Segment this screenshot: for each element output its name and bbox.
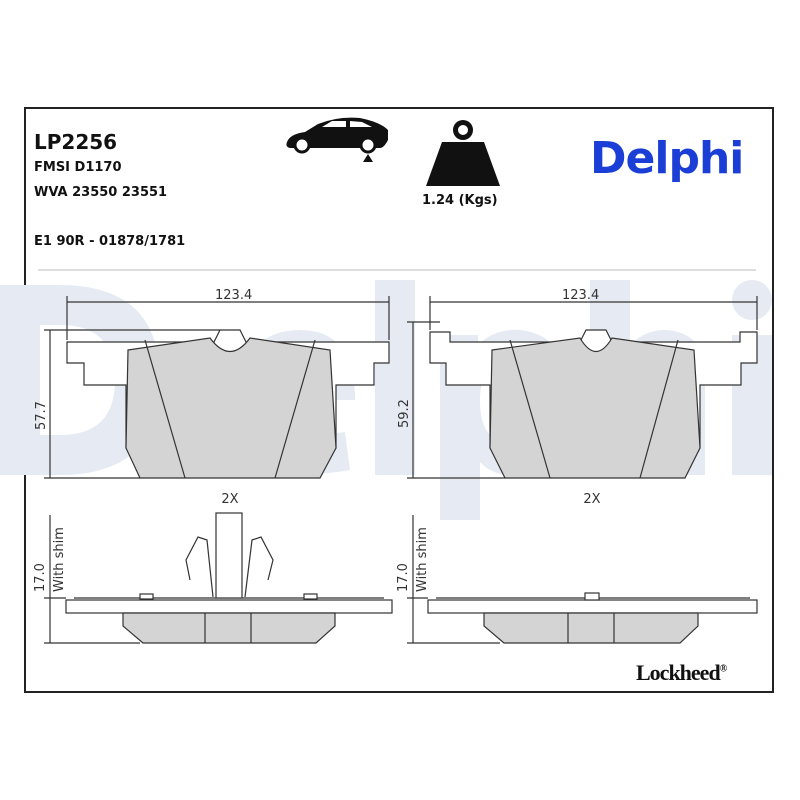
thickness-dimension-right: 17.0 [396, 563, 411, 592]
weight-icon [426, 120, 500, 186]
delphi-logo: Delphi [590, 133, 744, 184]
pad-front-view-right [407, 296, 758, 479]
lockheed-logo: Lockheed® [636, 660, 728, 686]
approval-code: E1 90R - 01878/1781 [34, 234, 186, 249]
weight-value: 1.24 (Kgs) [422, 193, 498, 208]
part-number: LP2256 [34, 130, 118, 154]
pad-side-view-left [44, 512, 393, 644]
quantity-left: 2X [221, 492, 238, 507]
wva-codes: WVA 23550 23551 [34, 185, 168, 200]
lockheed-name: Lockheed [636, 660, 721, 685]
fmsi-code: FMSI D1170 [34, 160, 122, 175]
quantity-right: 2X [583, 492, 600, 507]
pad-front-view-left [44, 296, 390, 479]
thickness-note-left: With shim [52, 527, 67, 592]
pad-side-view-right [407, 515, 758, 644]
height-dimension-left: 57.7 [34, 401, 49, 430]
width-dimension-right: 123.4 [562, 288, 599, 303]
car-rear-axle-icon [286, 117, 388, 162]
thickness-dimension-left: 17.0 [33, 563, 48, 592]
registered-mark: ® [719, 663, 728, 675]
width-dimension-left: 123.4 [215, 288, 252, 303]
thickness-note-right: With shim [415, 527, 430, 592]
height-dimension-right: 59.2 [397, 399, 412, 428]
